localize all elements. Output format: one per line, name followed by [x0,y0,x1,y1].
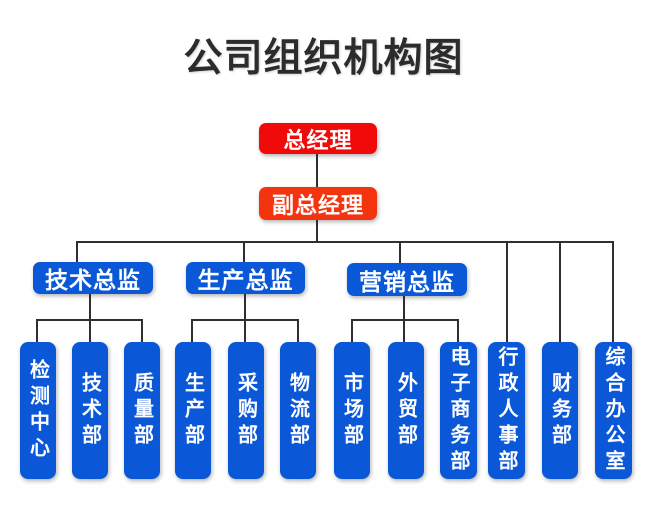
connector-line [297,319,299,342]
connector-line [141,319,143,342]
connector-line [244,294,246,342]
node-dept-admin-hr: 行政人事部 [488,342,525,479]
connector-line [399,241,401,263]
connector-line [351,319,353,342]
connector-line [351,319,459,321]
connector-line [89,294,91,342]
node-dept-general-office: 综合办公室 [595,342,632,479]
node-dept-quality: 质量部 [124,342,160,479]
connector-line [36,319,143,321]
node-dept-market: 市场部 [334,342,370,479]
connector-line [191,319,299,321]
connector-line [316,220,318,242]
node-dept-ecommerce: 电子商务部 [440,342,477,479]
node-dept-logistics: 物流部 [280,342,316,479]
node-dept-purchasing: 采购部 [228,342,264,479]
connector-line [559,241,561,342]
connector-line [506,241,508,342]
node-general-manager: 总经理 [259,123,377,154]
connector-line [36,319,38,342]
page-title: 公司组织机构图 [183,37,464,80]
node-dept-foreign-trade: 外贸部 [388,342,424,479]
node-technical-director: 技术总监 [33,262,153,294]
connector-line [457,319,459,342]
node-production-director: 生产总监 [186,262,305,294]
connector-line [612,241,614,342]
node-marketing-director: 营销总监 [347,263,467,296]
connector-line [76,241,78,262]
connector-line [76,241,614,243]
node-deputy-general-manager: 副总经理 [259,187,377,220]
node-dept-technical: 技术部 [72,342,108,479]
connector-line [243,241,245,262]
node-dept-finance: 财务部 [542,342,578,479]
connector-line [316,154,318,187]
node-dept-production: 生产部 [175,342,211,479]
connector-line [191,319,193,342]
node-dept-testing-center: 检测中心 [20,342,56,479]
